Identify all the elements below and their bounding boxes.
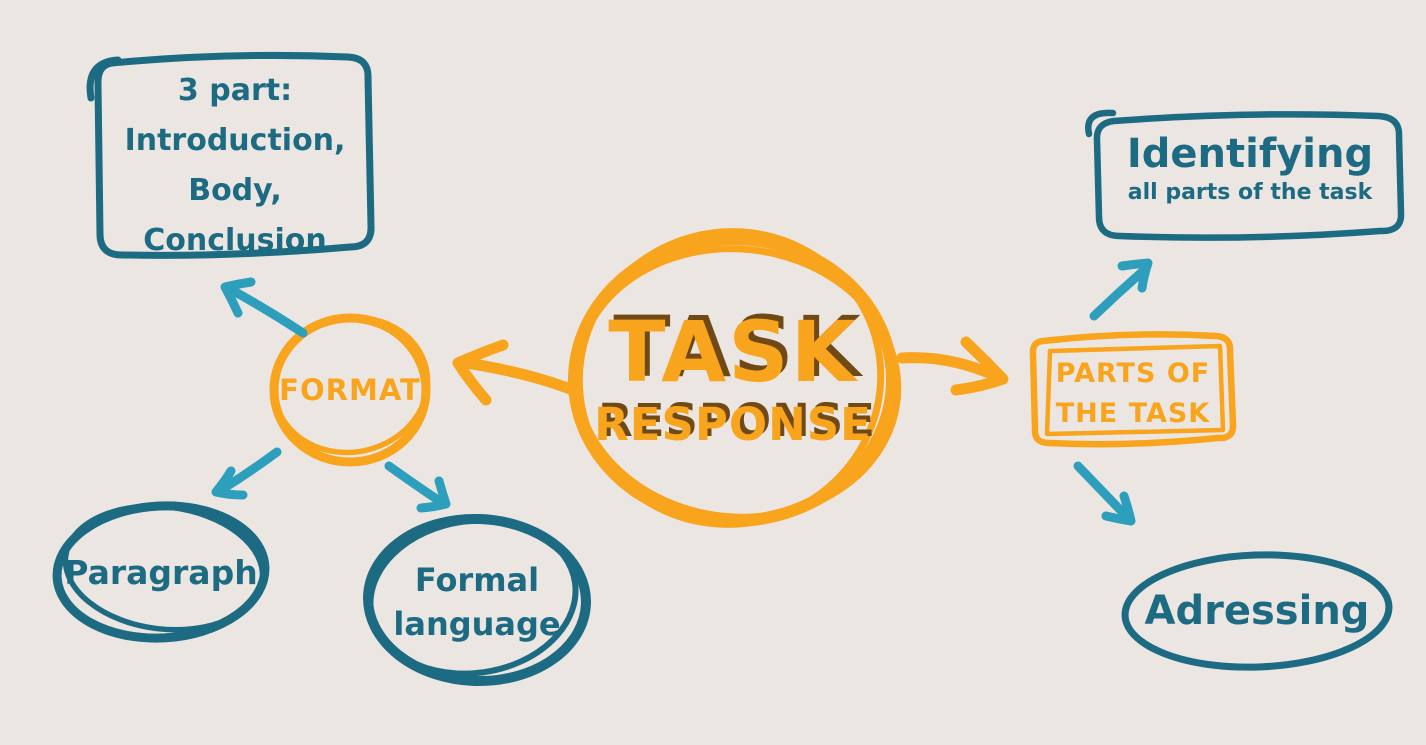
edge-center-to-format-arrow [452,339,584,406]
three-part-box-outline [86,51,375,259]
paragraph-ellipse-outline [52,501,270,643]
formal-language-ellipse-outline [363,513,591,687]
identifying-subtitle: all parts of the task [1127,180,1373,205]
three-part-line-3: Body, [188,173,282,208]
node-parts-of-task: PARTS OF THE TASK [1037,354,1229,434]
node-formal-language: Formal language [377,558,577,646]
edge-format-to-three-part-arrow [220,277,308,338]
edge-center-to-parts-arrow [896,336,1009,396]
format-circle-outline [269,313,431,467]
task-response-line-2: RESPONSE [594,398,872,451]
node-paragraph-label: Paragraph [64,553,258,592]
task-response-line-1: TASK [608,303,858,401]
three-part-line-4: Conclusion [143,223,327,258]
edge-format-to-formal-language-arrow [384,461,451,513]
identifying-box-outline [1085,109,1405,241]
parts-of-task-line-1: PARTS OF [1055,358,1211,389]
adressing-ellipse-outline [1121,551,1393,671]
node-three-part: 3 part: Introduction, Body, Conclusion [100,66,370,266]
parts-of-task-box-outline [1029,331,1237,448]
edge-format-to-paragraph-arrow [211,447,282,500]
identifying-title: Identifying [1126,131,1374,177]
node-format-label: FORMAT [279,373,421,407]
node-identifying: Identifying all parts of the task [1097,130,1403,208]
edge-parts-to-identifying-arrow [1089,258,1153,321]
formal-language-line-1: Formal [414,561,540,599]
node-task-response: TASK RESPONSE [583,306,883,452]
three-part-line-2: Introduction, [124,123,346,158]
task-response-circle-outline [568,228,902,528]
parts-of-task-line-2: THE TASK [1055,398,1211,429]
edge-parts-to-adressing-arrow [1073,461,1136,526]
three-part-line-1: 3 part: [177,73,293,108]
node-adressing-label: Adressing [1144,588,1370,634]
formal-language-line-2: language [393,605,561,643]
